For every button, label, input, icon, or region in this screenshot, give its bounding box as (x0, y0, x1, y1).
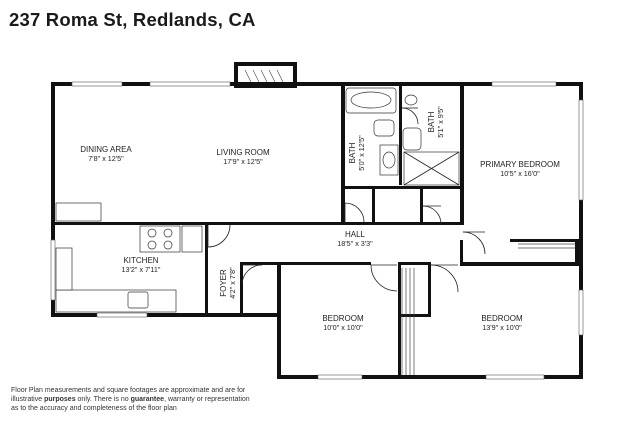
kitchen-label: KITCHEN (123, 256, 158, 265)
bath1-fixtures (345, 87, 399, 176)
bath1-label: BATH (348, 142, 357, 163)
bedroom-label: BEDROOM (322, 314, 364, 323)
disclaimer-line2: illustrative purposes only. There is no … (11, 395, 341, 404)
disclaimer-emphasis: purposes (44, 396, 76, 403)
primary-bedroom-size: 10'5" x 16'0" (500, 169, 540, 178)
kitchen-size: 13'2" x 7'11" (122, 265, 161, 274)
disclaimer-line1: Floor Plan measurements and square foota… (11, 387, 246, 394)
primary-bedroom-label: PRIMARY BEDROOM (480, 160, 560, 169)
kitchen-fixtures (55, 202, 203, 313)
bath2-fixtures (402, 94, 460, 186)
bedroom-size: 10'0" x 10'0" (323, 323, 363, 332)
exterior-walls (51, 82, 583, 379)
living-room-size: 17'9" x 12'5" (223, 157, 263, 166)
bedroom-size-2: 13'9" x 10'0" (482, 323, 522, 332)
hall-label: HALL (345, 230, 366, 239)
disclaimer-text: illustrative (11, 396, 45, 403)
page-title: 237 Roma St, Redlands, CA (9, 9, 256, 30)
foyer-label: FOYER (219, 269, 228, 297)
foyer-size: 4'2" x 7'8" (228, 267, 237, 299)
dining-area-size: 7'8" x 12'5" (88, 154, 124, 163)
bedroom-label-2: BEDROOM (481, 314, 523, 323)
closets (401, 243, 575, 375)
disclaimer-text: only. There is no (75, 396, 131, 403)
interior-walls (55, 82, 580, 379)
disclaimer-emphasis: guarantee (130, 396, 165, 403)
disclaimer-text: , warranty or representation (164, 396, 250, 403)
hall-size: 18'5" x 3'3" (337, 239, 373, 248)
disclaimer-line3: as to the accuracy and completeness of t… (11, 405, 177, 412)
living-room-label: LIVING ROOM (216, 148, 270, 157)
windows (50, 81, 584, 380)
doors (207, 107, 486, 293)
bath2-size: 5'1" x 9'5" (436, 106, 445, 138)
dining-area-label: DINING AREA (80, 145, 132, 154)
chimney-hatch (244, 69, 284, 83)
bath1-size: 5'0" x 12'5" (357, 135, 366, 171)
disclaimer: Floor Plan measurements and square foota… (11, 386, 341, 413)
bath2-label: BATH (427, 111, 436, 132)
